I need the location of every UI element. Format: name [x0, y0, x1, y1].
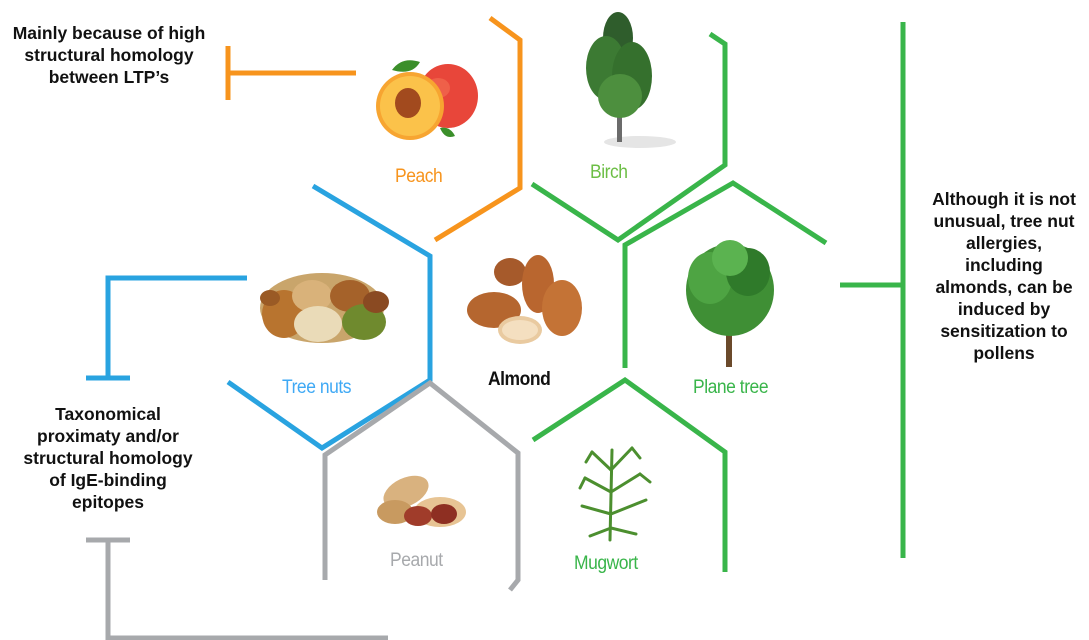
plane-tree-label: Plane tree — [693, 377, 768, 399]
peach-label: Peach — [395, 166, 442, 188]
almond-icon — [467, 255, 582, 344]
birch-label: Birch — [590, 162, 628, 184]
tree-nuts-label: Tree nuts — [282, 377, 351, 399]
peanut-icon — [377, 469, 466, 527]
ltp-homology-note: Mainly because of high structural homolo… — [6, 22, 212, 88]
mugwort-hex-outline — [533, 380, 725, 572]
almond-label: Almond — [488, 369, 550, 391]
plane-tree-icon — [686, 240, 774, 367]
mixed-nuts-icon — [260, 273, 389, 343]
peanut-label: Peanut — [390, 550, 443, 572]
mugwort-icon — [580, 448, 650, 540]
mugwort-label: Mugwort — [574, 553, 638, 575]
peach-icon — [376, 60, 478, 140]
birch-tree-icon — [586, 12, 676, 148]
peanut-connector-line — [108, 540, 388, 638]
pollen-sensitization-note: Although it is not unusual, tree nut all… — [930, 188, 1078, 364]
taxonomical-connector-line — [108, 278, 247, 378]
taxonomical-proximity-note: Taxonomical proximaty and/or structural … — [18, 403, 198, 513]
